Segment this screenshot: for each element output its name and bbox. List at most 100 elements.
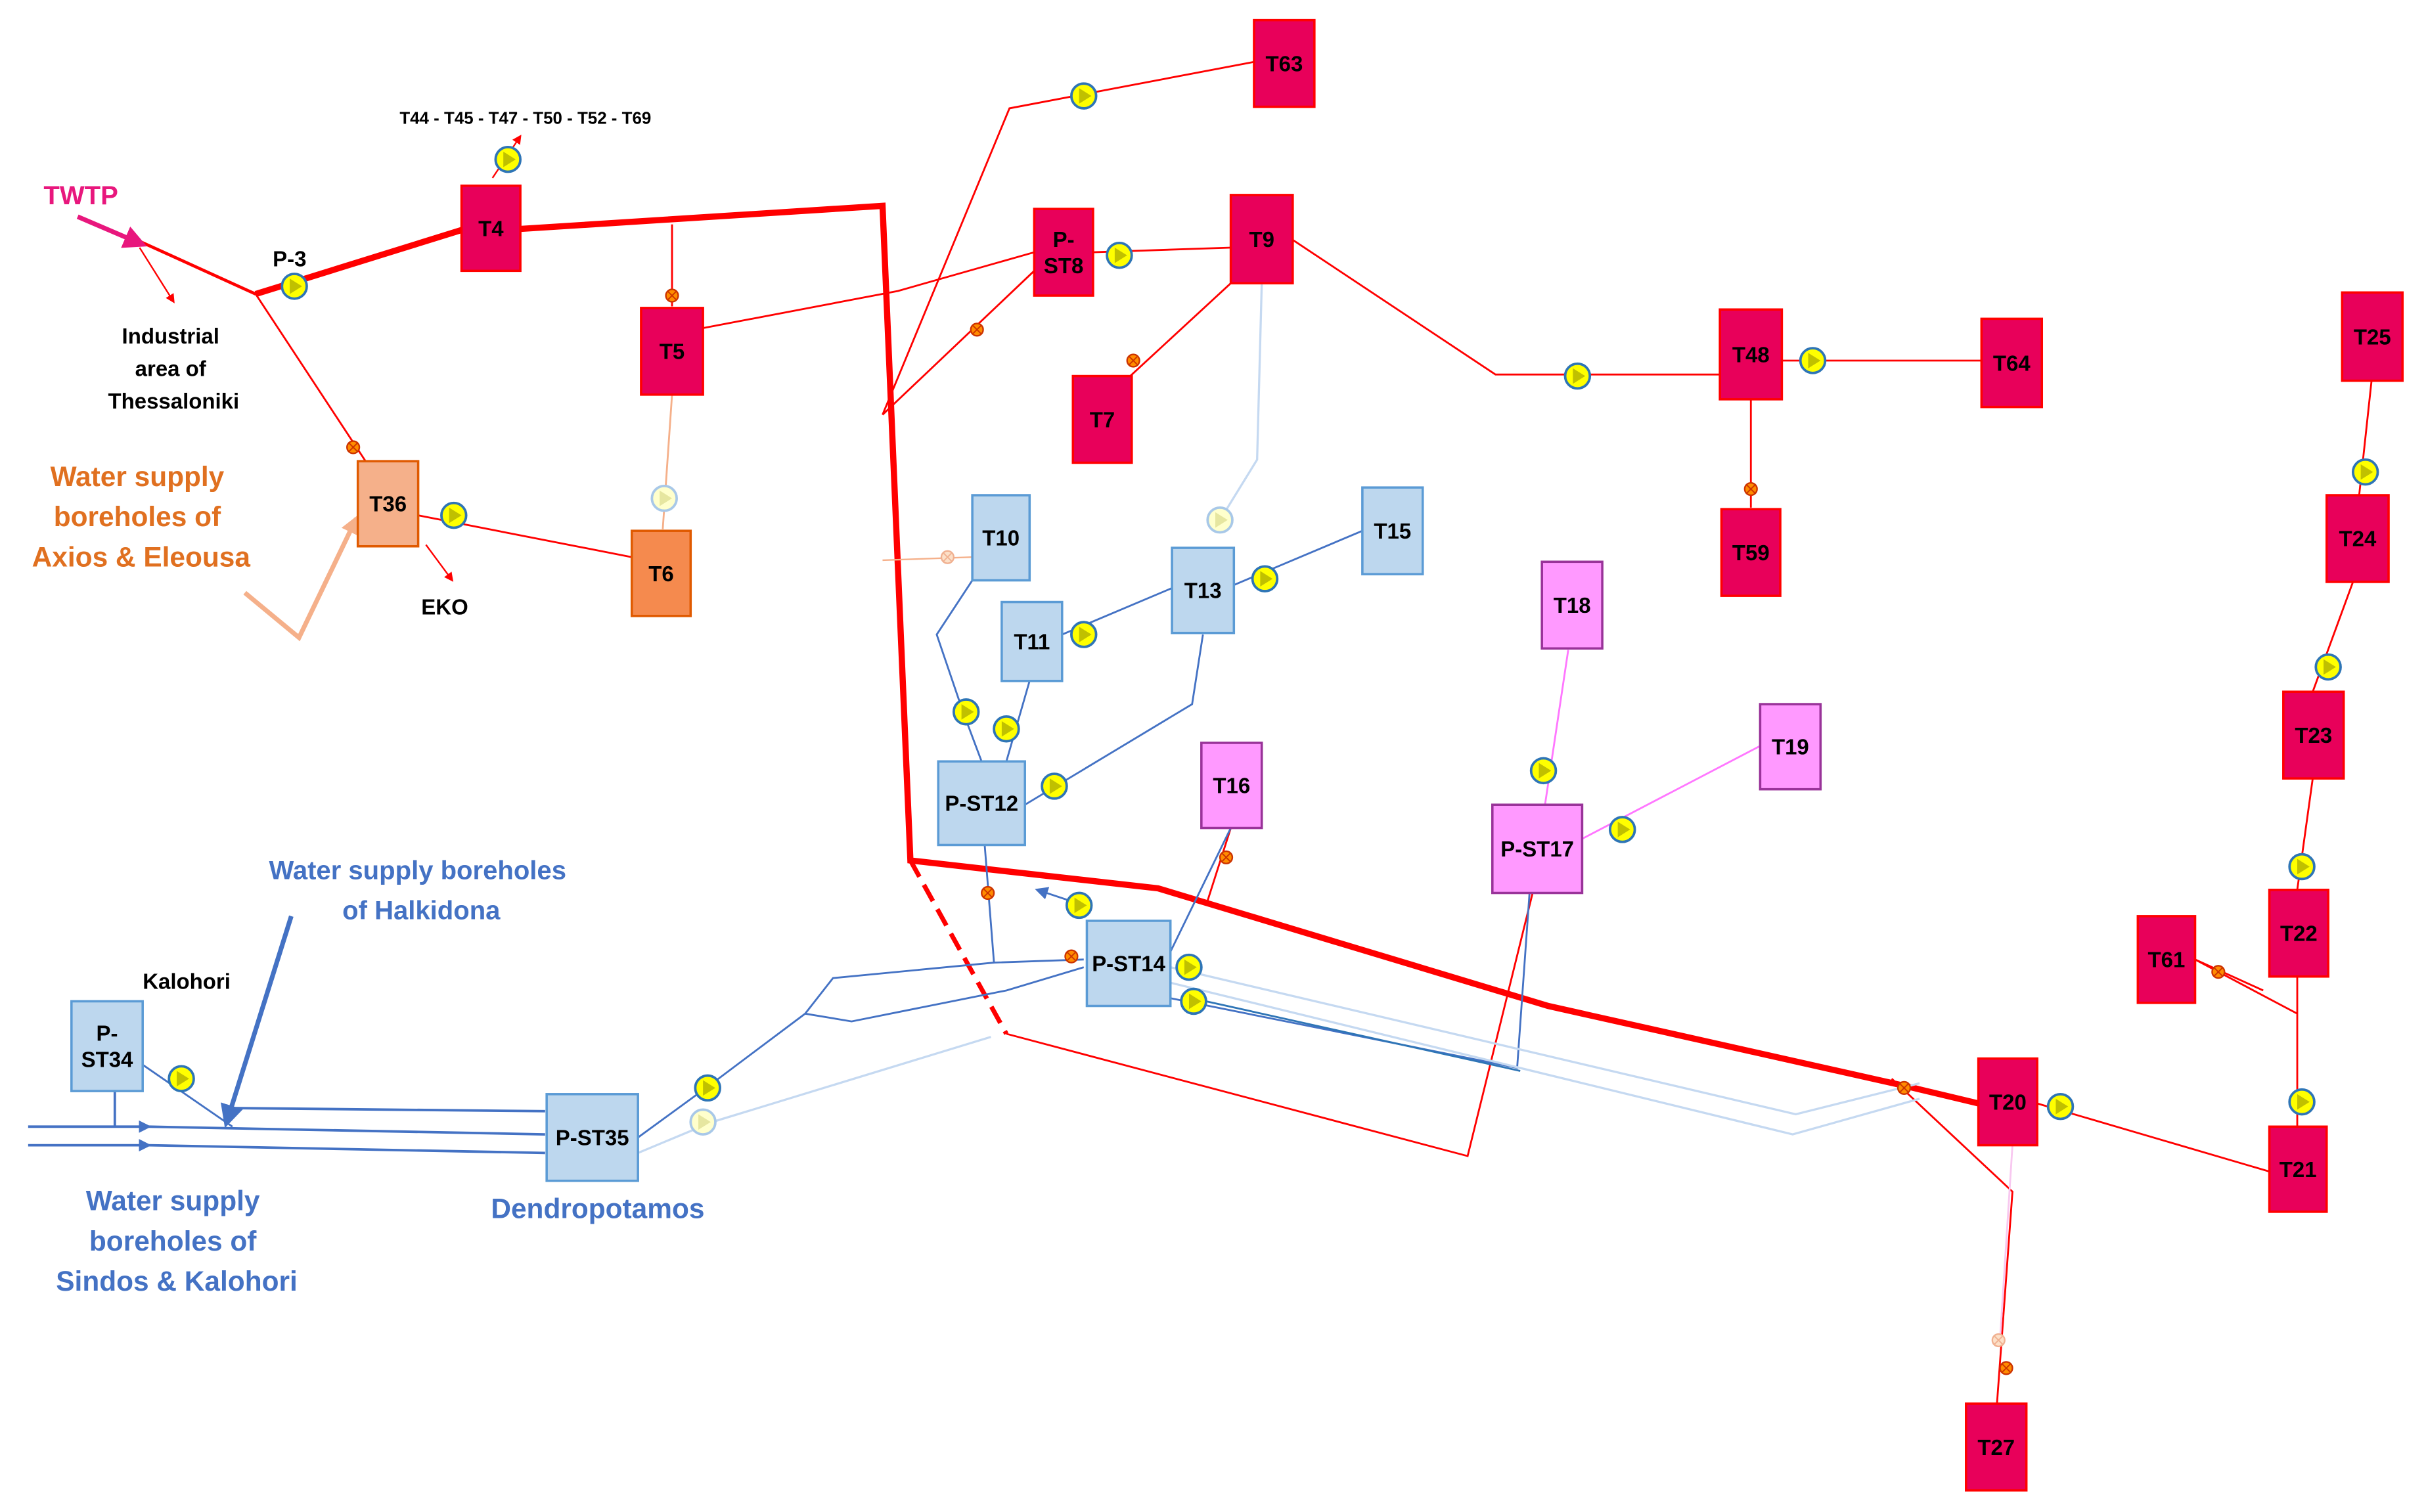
pump-icon[interactable]	[1251, 565, 1279, 592]
tank-t23[interactable]: T23	[2282, 690, 2345, 780]
tank-t9[interactable]: T9	[1229, 194, 1294, 284]
tank-label: T10	[982, 526, 1020, 550]
tank-box	[1718, 308, 1784, 401]
valve-icon[interactable]	[1219, 850, 1234, 864]
pump-icon[interactable]	[1070, 82, 1098, 110]
valve-icon[interactable]	[981, 885, 995, 901]
tank-box	[1540, 560, 1604, 650]
tank-t18[interactable]: T18	[1540, 560, 1604, 650]
pump-icon[interactable]	[694, 1074, 721, 1102]
valve-icon[interactable]	[2211, 965, 2226, 979]
tank-t64[interactable]: T64	[1980, 317, 2044, 409]
pump-icon[interactable]	[2046, 1092, 2075, 1121]
valve-icon[interactable]	[1991, 1333, 2006, 1348]
pump-icon[interactable]	[440, 501, 468, 529]
pump-icon[interactable]	[2314, 653, 2342, 681]
tank-t22[interactable]: T22	[2268, 889, 2329, 978]
pump-icon[interactable]	[2288, 853, 2316, 881]
valve-icon[interactable]	[1897, 1080, 1912, 1096]
valve-icon[interactable]	[665, 288, 679, 303]
pump-icon[interactable]	[1180, 987, 1207, 1015]
pump-icon[interactable]	[952, 698, 980, 726]
tank-label: T15	[1374, 519, 1411, 543]
pump-icon[interactable]	[1106, 242, 1133, 269]
pump-icon[interactable]	[1070, 621, 1098, 648]
pump-icon[interactable]	[281, 273, 308, 300]
pump-icon[interactable]	[993, 715, 1020, 743]
tank-label: T4	[478, 216, 504, 240]
tank-t48[interactable]: T48	[1718, 308, 1784, 401]
pump-icon[interactable]	[1065, 891, 1093, 920]
pump-icon[interactable]	[650, 484, 678, 512]
halkidona-label: Water supply boreholes of Halkidona	[269, 856, 574, 925]
valve-icon[interactable]	[940, 550, 955, 564]
tank-t21[interactable]: T21	[2268, 1125, 2328, 1213]
valve-icon[interactable]	[1999, 1361, 2013, 1375]
tank-t61[interactable]: T61	[2136, 915, 2197, 1004]
tank-label: T48	[1732, 342, 1770, 367]
pump-icon[interactable]	[1799, 347, 1827, 374]
tank-pst34[interactable]: P-ST34	[70, 1000, 144, 1092]
pipe-main-pst8	[882, 270, 1035, 416]
tank-label: T24	[2339, 527, 2376, 551]
tank-pst8[interactable]: P-ST8	[1033, 208, 1094, 297]
tank-t16[interactable]: T16	[1200, 742, 1263, 830]
valve-icon[interactable]	[1126, 353, 1140, 368]
pump-icon[interactable]	[1206, 506, 1234, 534]
tank-t27[interactable]: T27	[1965, 1402, 2028, 1492]
sindos-line-3: Sindos & Kalohori	[56, 1266, 298, 1297]
tank-t5[interactable]: T5	[640, 307, 704, 396]
tank-label: P-ST14	[1092, 952, 1165, 976]
tank-label: T63	[1265, 51, 1303, 76]
valve-icon[interactable]	[1743, 481, 1758, 497]
tank-t4[interactable]: T4	[460, 184, 522, 273]
tank-label: ST34	[81, 1048, 133, 1072]
valve-icon[interactable]	[970, 322, 984, 337]
tank-t10[interactable]: T10	[971, 494, 1031, 582]
pump-icon[interactable]	[689, 1108, 717, 1136]
valve-icon[interactable]	[1064, 949, 1079, 964]
tank-pst17[interactable]: P-ST17	[1491, 803, 1584, 895]
tank-t25[interactable]: T25	[2341, 291, 2404, 382]
tank-label: T22	[2280, 922, 2318, 946]
p3-label: P-3	[273, 246, 306, 271]
tank-t24[interactable]: T24	[2325, 494, 2390, 583]
valve-icon[interactable]	[346, 440, 361, 455]
tank-pst14[interactable]: P-ST14	[1085, 920, 1172, 1008]
tank-t11[interactable]: T11	[1000, 600, 1064, 682]
dendropotamos-label: Dendropotamos	[491, 1193, 704, 1224]
tank-t20[interactable]: T20	[1977, 1057, 2038, 1147]
pump-icon[interactable]	[1041, 772, 1068, 800]
axios-label: Water supply boreholes of Axios & Eleous…	[32, 461, 251, 573]
tank-t19[interactable]: T19	[1759, 703, 1822, 791]
tank-t36[interactable]: T36	[356, 460, 420, 548]
tank-t6[interactable]: T6	[630, 529, 692, 617]
pipe-t61-t22	[2194, 958, 2264, 992]
pump-icon[interactable]	[1529, 757, 1558, 785]
pump-icon[interactable]	[1563, 362, 1592, 390]
pipe-pst35-light	[637, 1036, 991, 1154]
t-list-label: T44 - T45 - T47 - T50 - T52 - T69	[399, 109, 651, 127]
tank-t13[interactable]: T13	[1171, 546, 1236, 634]
pump-icon[interactable]	[2288, 1088, 2316, 1116]
pump-icon[interactable]	[168, 1065, 195, 1093]
tank-pst12[interactable]: P-ST12	[937, 760, 1026, 847]
tank-t59[interactable]: T59	[1720, 508, 1782, 597]
tank-t15[interactable]: T15	[1361, 486, 1424, 575]
pump-icon[interactable]	[1608, 816, 1636, 843]
pump-icon[interactable]	[2351, 458, 2379, 486]
tank-box	[1977, 1057, 2038, 1147]
pipe-pst17-t19	[1581, 745, 1761, 840]
tank-pst35[interactable]: P-ST35	[545, 1093, 639, 1182]
valves-layer	[346, 288, 2226, 1375]
pump-icon[interactable]	[1175, 953, 1203, 981]
tank-label: T18	[1554, 593, 1591, 617]
pipe-pst14-t20-light2	[1170, 981, 1920, 1136]
pump-icon[interactable]	[494, 145, 522, 173]
tank-t7[interactable]: T7	[1071, 374, 1133, 464]
tank-box	[1361, 486, 1424, 575]
tank-box	[630, 529, 692, 617]
tank-t63[interactable]: T63	[1253, 18, 1316, 108]
pipe-t9-t7	[1129, 282, 1232, 377]
tank-label: T9	[1249, 227, 1274, 252]
